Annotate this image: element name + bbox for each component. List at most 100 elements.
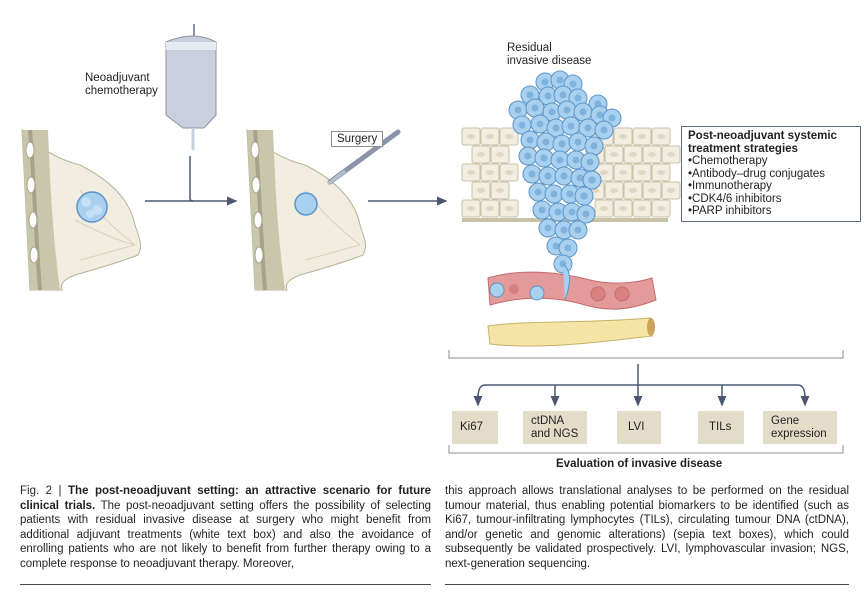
tissue-nucleus (629, 188, 637, 193)
tissue-nucleus (467, 206, 475, 211)
tissue-nucleus (657, 206, 665, 211)
surgery-label: Surgery (331, 131, 384, 147)
strategy-item: Chemotherapy (688, 155, 854, 168)
tumour-cell (534, 148, 554, 168)
caption-title: The post-neoadjuvant setting: an attract… (20, 485, 431, 512)
tumour-cell (576, 204, 596, 224)
tumour-cell (566, 150, 586, 170)
eval-box-line: ctDNA (531, 415, 565, 427)
eval-box-line: expression (771, 427, 827, 440)
bracket-top (448, 350, 844, 359)
tumour-cell (528, 182, 548, 202)
tumour-cell (544, 184, 564, 204)
neoadjuvant-label: Neoadjuvant chemotherapy (85, 72, 158, 98)
tissue-nucleus (667, 188, 675, 193)
tissue-nucleus (467, 170, 475, 175)
tissue-nucleus (638, 134, 646, 139)
tissue-nucleus (505, 206, 513, 211)
tumour-cell (522, 164, 542, 184)
tissue-nucleus (610, 152, 618, 157)
tumour-cell (554, 166, 574, 186)
label-line: chemotherapy (85, 85, 158, 97)
tissue-nucleus (467, 134, 475, 139)
tissue-nucleus (667, 152, 675, 157)
eval-box-lvi: LVI (617, 411, 661, 444)
blood-vessel-icon (487, 264, 657, 310)
tumour-cell (520, 130, 540, 150)
tissue-nucleus (477, 188, 485, 193)
eval-box-line: LVI (628, 421, 645, 434)
figure-illustration (21, 24, 844, 454)
title-line: treatment strategies (688, 142, 798, 155)
eval-box-line: TILs (709, 421, 732, 434)
iv-bag-icon (165, 24, 217, 150)
tissue-nucleus (648, 152, 656, 157)
tissue-nucleus (505, 170, 513, 175)
tumour-cell (568, 220, 588, 240)
tumour-cell (536, 132, 556, 152)
eval-box-ki67: Ki67 (452, 411, 498, 444)
tissue-nucleus (486, 206, 494, 211)
tissue-nucleus (486, 170, 494, 175)
title-line: Post-neoadjuvant systemic (688, 130, 837, 142)
label-line: invasive disease (507, 55, 592, 67)
strategy-item: Antibody–drug conjugates (688, 168, 854, 181)
lymph-vessel-icon (487, 317, 655, 347)
tissue-nucleus (600, 206, 608, 211)
tumour-cell (552, 134, 572, 154)
eval-box-line: Gene (771, 415, 800, 427)
label-line: Residual (507, 42, 552, 54)
caption-right: this approach allows translational analy… (445, 484, 849, 572)
branch-arrows (473, 364, 810, 407)
strategies-list: Chemotherapy Antibody–drug conjugates Im… (688, 155, 854, 218)
tissue-nucleus (477, 152, 485, 157)
tumour-cell (582, 170, 602, 190)
tumour-cell (525, 98, 545, 118)
strategy-item: PARP inhibitors (688, 205, 854, 218)
tumour-cell (573, 102, 593, 122)
tissue-nucleus (657, 170, 665, 175)
strategies-title: Post-neoadjuvant systemic treatment stra… (688, 130, 854, 155)
tissue-nucleus (619, 170, 627, 175)
tumour-cell (508, 100, 528, 120)
eval-box-tils: TILs (698, 411, 744, 444)
tumour-cell (568, 132, 588, 152)
eval-box-line: and NGS (531, 427, 579, 440)
tissue-nucleus (610, 188, 618, 193)
tissue-nucleus (600, 170, 608, 175)
tumour-cell (530, 114, 550, 134)
strategy-item: Immunotherapy (688, 180, 854, 193)
tumour-cells (508, 70, 622, 274)
tissue-nucleus (619, 206, 627, 211)
tumour-cell (557, 100, 577, 120)
tissue-nucleus (496, 152, 504, 157)
tissue-nucleus (638, 206, 646, 211)
tumour-cell (560, 184, 580, 204)
basement-membrane (462, 218, 668, 222)
tissue-nucleus (505, 134, 513, 139)
tissue-nucleus (486, 134, 494, 139)
strategies-box: Post-neoadjuvant systemic treatment stra… (681, 126, 861, 222)
tumour-cell (574, 186, 594, 206)
tumour-cell (532, 200, 552, 220)
tissue-nucleus (629, 152, 637, 157)
caption-left: Fig. 2 | The post-neoadjuvant setting: a… (20, 484, 431, 572)
tumour-cell (550, 150, 570, 170)
tumour-cell (538, 166, 558, 186)
tumour-cell (584, 136, 604, 156)
tissue-nucleus (648, 188, 656, 193)
tissue-nucleus (638, 170, 646, 175)
tissue-nucleus (496, 188, 504, 193)
tumour-cell (561, 116, 581, 136)
residual-disease-label: Residual invasive disease (507, 42, 591, 68)
caption-rule-left (20, 584, 431, 585)
tissue-nucleus (619, 134, 627, 139)
bracket-bottom (448, 445, 844, 454)
tumour-cell (594, 120, 614, 140)
tumour-cell (580, 152, 600, 172)
caption-body-left: The post-neoadjuvant setting offers the … (20, 499, 432, 570)
figure-number: Fig. 2 | (20, 485, 69, 497)
evaluation-title: Evaluation of invasive disease (556, 458, 723, 470)
